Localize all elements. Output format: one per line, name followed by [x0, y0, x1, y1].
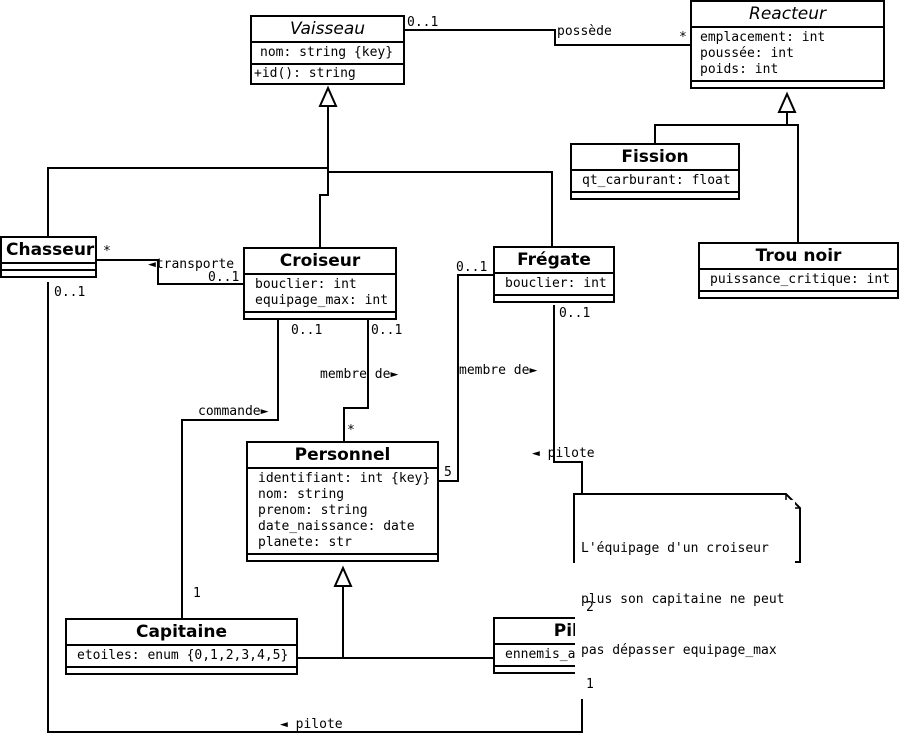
class-fission-name: Fission — [572, 145, 738, 171]
inherit-triangle-vaisseau — [318, 85, 338, 107]
class-vaisseau-op: +id(): string — [254, 66, 356, 81]
class-reacteur-attr: emplacement: int — [700, 30, 826, 45]
class-fregate-name: Frégate — [495, 248, 613, 274]
class-personnel: Personnel identifiant: int {key}nom: str… — [246, 441, 439, 562]
class-reacteur-attr: poids: int — [700, 62, 779, 77]
class-reacteur-ops — [692, 82, 883, 87]
class-personnel-attr: nom: string — [258, 487, 345, 502]
mult-fregate-membre: 0..1 — [456, 260, 488, 275]
class-fission-ops — [572, 193, 738, 198]
label-transporte: ◄transporte — [148, 257, 235, 272]
association-membre-croiseur — [343, 320, 369, 441]
mult-fregate-pilote: 0..1 — [559, 306, 591, 321]
association-possede — [405, 29, 690, 46]
class-chasseur-name: Chasseur — [2, 238, 95, 264]
class-vaisseau: Vaisseau nom: string {key} +id(): string — [250, 15, 405, 85]
class-croiseur-ops — [245, 313, 395, 318]
generalization-fission — [654, 112, 788, 144]
class-capitaine-ops — [67, 668, 296, 673]
class-capitaine: Capitaine etoiles: enum {0,1,2,3,4,5} — [65, 618, 298, 675]
label-pilote-chasseur: ◄ pilote — [280, 717, 343, 732]
generalization-trou-noir — [787, 124, 799, 242]
note-line: plus son capitaine ne peut — [581, 592, 785, 607]
mult-personnel-star: * — [347, 423, 355, 438]
mult-pilote-2: 2 — [586, 600, 594, 615]
class-croiseur-attr: equipage_max: int — [255, 293, 389, 308]
class-croiseur-attr: bouclier: int — [255, 277, 357, 292]
association-chasseur-pilote — [47, 282, 583, 733]
label-commande: commande► — [198, 404, 269, 419]
class-reacteur-attr: poussée: int — [700, 46, 794, 61]
mult-personnel-5: 5 — [444, 465, 452, 480]
class-fregate-attr: bouclier: int — [495, 274, 613, 296]
class-personnel-attr: planete: str — [258, 535, 352, 550]
association-fregate-pilote — [553, 305, 583, 494]
label-pilote-fregate: ◄ pilote — [532, 446, 595, 461]
association-transporte — [97, 259, 243, 285]
mult-croiseur-cmd: 0..1 — [291, 323, 323, 338]
class-capitaine-attr: etoiles: enum {0,1,2,3,4,5} — [67, 646, 296, 668]
inherit-triangle-reacteur — [777, 91, 797, 113]
mult-chasseur-star: * — [103, 244, 111, 259]
class-chasseur-attrs — [2, 264, 95, 271]
note-line: L'équipage d'un croiseur — [581, 541, 769, 556]
note-line: pas dépasser equipage_max — [581, 643, 777, 658]
mult-chasseur-pilote: 0..1 — [54, 285, 86, 300]
mult-pilote-1: 1 — [586, 677, 594, 692]
label-membre-de-fregate: membre de► — [459, 363, 538, 378]
mult-reacteur-star: * — [679, 30, 687, 45]
class-personnel-attr: prenom: string — [258, 503, 368, 518]
association-commande — [181, 320, 279, 618]
generalization-fregate — [328, 171, 553, 246]
inherit-triangle-personnel — [333, 565, 353, 587]
label-membre-de-croiseur: membre de► — [320, 367, 399, 382]
class-vaisseau-name: Vaisseau — [252, 17, 403, 43]
class-fregate-ops — [495, 296, 613, 301]
association-membre-fregate — [439, 274, 493, 482]
mult-croiseur-transport: 0..1 — [208, 270, 240, 285]
label-possede: possède — [557, 24, 612, 39]
class-capitaine-name: Capitaine — [67, 620, 296, 646]
generalization-croiseur — [319, 106, 329, 248]
class-fission: Fission qt_carburant: float — [570, 143, 740, 200]
class-trou-noir-attr: puissance_critique: int — [700, 270, 897, 292]
class-croiseur-name: Croiseur — [245, 249, 395, 275]
class-chasseur-ops — [2, 271, 95, 276]
class-personnel-attr: identifiant: int {key} — [258, 471, 431, 486]
class-fregate: Frégate bouclier: int — [493, 246, 615, 303]
class-trou-noir-name: Trou noir — [700, 244, 897, 270]
generalization-capitaine — [298, 586, 344, 659]
class-personnel-name: Personnel — [248, 443, 437, 469]
class-personnel-ops — [248, 555, 437, 560]
class-reacteur-name: Reacteur — [692, 2, 883, 28]
mult-capitaine-1: 1 — [193, 586, 201, 601]
mult-croiseur-membre: 0..1 — [371, 323, 403, 338]
class-trou-noir: Trou noir puissance_critique: int — [698, 242, 899, 299]
class-personnel-attr: date_naissance: date — [258, 519, 415, 534]
class-chasseur: Chasseur — [0, 236, 97, 278]
generalization-chasseur — [47, 167, 328, 236]
mult-vaisseau-reacteur: 0..1 — [407, 15, 439, 30]
class-vaisseau-attr: nom: string {key} — [252, 43, 403, 65]
class-trou-noir-ops — [700, 292, 897, 297]
class-fission-attr: qt_carburant: float — [572, 171, 738, 193]
constraint-note: L'équipage d'un croiseur plus son capita… — [575, 500, 795, 699]
